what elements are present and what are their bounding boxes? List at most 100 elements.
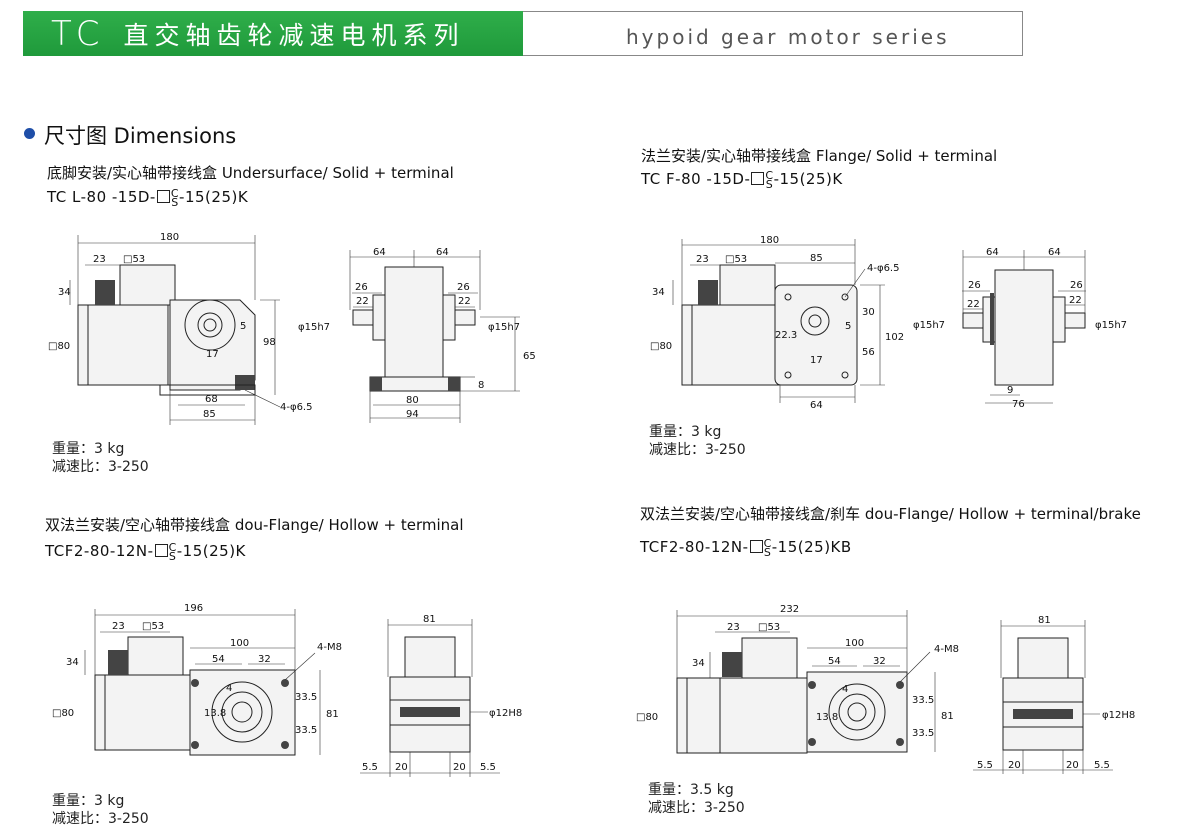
dim-56: 56 xyxy=(862,347,875,358)
dim-4: 4 xyxy=(226,683,232,694)
dim-20b: 20 xyxy=(453,762,466,773)
dim-4: 4 xyxy=(842,684,848,695)
motor-side-view xyxy=(94,636,296,756)
dim-15h7-left: φ15h7 xyxy=(298,322,330,333)
dim-68: 68 xyxy=(205,394,218,405)
dim-81: 81 xyxy=(326,709,339,720)
dim-5-5b: 5.5 xyxy=(480,762,496,773)
dim-20b: 20 xyxy=(1066,760,1079,771)
dim-33-5a: 33.5 xyxy=(295,692,317,703)
dim-26a: 26 xyxy=(968,280,981,291)
dim-32: 32 xyxy=(873,656,886,667)
dim-23: 23 xyxy=(727,622,740,633)
panel4-ratio: 减速比：3-250 xyxy=(648,800,745,816)
dim-53: □53 xyxy=(725,254,747,265)
panel4-weight: 重量：3.5 kg xyxy=(648,782,734,798)
hollow-shaft-front-view xyxy=(1002,637,1084,751)
dim-12h8: φ12H8 xyxy=(1102,710,1135,721)
dim-180: 180 xyxy=(760,235,779,246)
section-title: 尺寸图 Dimensions xyxy=(44,124,237,148)
panel2-weight: 重量：3 kg xyxy=(649,424,722,440)
dim-64a: 64 xyxy=(986,247,999,258)
panel3-subtitle: 双法兰安装/空心轴带接线盒 dou-Flange/ Hollow + termi… xyxy=(45,516,464,534)
dim-196: 196 xyxy=(184,603,203,614)
dim-53: □53 xyxy=(123,254,145,265)
dim-5-5b: 5.5 xyxy=(1094,760,1110,771)
dim-80b: 80 xyxy=(406,395,419,406)
dim-81: 81 xyxy=(941,711,954,722)
dim-100: 100 xyxy=(845,638,864,649)
model-box-icon xyxy=(749,540,763,553)
dim-33-5b: 33.5 xyxy=(295,725,317,736)
dim-54: 54 xyxy=(828,656,841,667)
header-right: hypoid gear motor series xyxy=(523,11,1023,56)
dim-64b: 64 xyxy=(1048,247,1061,258)
header-title-en: hypoid gear motor series xyxy=(626,25,950,49)
header-title-cn: 直交轴齿轮减速电机系列 xyxy=(123,20,465,50)
dim-4-6-5: 4-φ6.5 xyxy=(867,263,899,274)
dim-65: 65 xyxy=(523,351,536,362)
panel3-weight: 重量：3 kg xyxy=(52,793,125,809)
drawing-dou-flange-hollow: 196 23 □53 100 4-M8 34 54 32 4 □80 33.5 … xyxy=(52,603,522,777)
dim-26a: 26 xyxy=(355,282,368,293)
dim-17: 17 xyxy=(206,349,219,360)
dim-23: 23 xyxy=(93,254,106,265)
dim-13-8: 13.8 xyxy=(204,708,226,719)
header-tc: TC xyxy=(51,13,106,54)
dim-53: □53 xyxy=(142,621,164,632)
dim-5: 5 xyxy=(845,321,851,332)
dim-5-5a: 5.5 xyxy=(977,760,993,771)
model-box-icon xyxy=(154,544,168,557)
model-box-icon xyxy=(156,190,170,203)
hollow-shaft-front-view xyxy=(389,636,471,753)
dim-98: 98 xyxy=(263,337,276,348)
dim-4-m8: 4-M8 xyxy=(934,644,959,655)
dim-64b: 64 xyxy=(436,247,449,258)
header-banner: TC 直交轴齿轮减速电机系列 xyxy=(23,11,523,56)
dim-15h7-left: φ15h7 xyxy=(913,320,945,331)
drawing-undersurface: 180 23 □53 34 □80 98 5 17 68 85 4-φ6.5 6… xyxy=(48,232,536,425)
dim-4-6-5: 4-φ6.5 xyxy=(280,402,312,413)
dim-20a: 20 xyxy=(395,762,408,773)
dim-12h8: φ12H8 xyxy=(489,708,522,719)
dim-20a: 20 xyxy=(1008,760,1021,771)
dim-80: □80 xyxy=(636,712,658,723)
panel1-ratio: 减速比：3-250 xyxy=(52,459,149,475)
dim-15h7-right: φ15h7 xyxy=(488,322,520,333)
motor-side-view xyxy=(676,637,908,754)
motor-side-view xyxy=(77,264,256,396)
dim-81b: 81 xyxy=(423,614,436,625)
drawing-flange: 180 23 □53 85 4-φ6.5 34 □80 30 22.3 5 17… xyxy=(650,235,1127,411)
dim-22b: 22 xyxy=(458,296,471,307)
dim-23: 23 xyxy=(696,254,709,265)
dim-85: 85 xyxy=(810,253,823,264)
dim-81b: 81 xyxy=(1038,615,1051,626)
dim-54: 54 xyxy=(212,654,225,665)
panel2-subtitle: 法兰安装/实心轴带接线盒 Flange/ Solid + terminal xyxy=(641,147,998,165)
dim-34: 34 xyxy=(692,658,705,669)
dim-9: 9 xyxy=(1007,385,1013,396)
dim-232: 232 xyxy=(780,604,799,615)
dim-22b: 22 xyxy=(1069,295,1082,306)
dim-32: 32 xyxy=(258,654,271,665)
dim-34: 34 xyxy=(58,287,71,298)
dim-33-5a: 33.5 xyxy=(912,695,934,706)
drawing-dou-flange-brake: 232 23 □53 100 4-M8 34 54 32 4 □80 33.5 … xyxy=(636,604,1135,774)
dim-33-5b: 33.5 xyxy=(912,728,934,739)
panel1-subtitle: 底脚安装/实心轴带接线盒 Undersurface/ Solid + termi… xyxy=(47,164,454,182)
gearbox-front-view xyxy=(962,269,1086,386)
dim-64: 64 xyxy=(810,400,823,411)
model-box-icon xyxy=(751,172,765,185)
motor-side-view xyxy=(681,264,858,386)
dim-85: 85 xyxy=(203,409,216,420)
dim-17: 17 xyxy=(810,355,823,366)
bullet-dot xyxy=(24,128,35,139)
dim-102: 102 xyxy=(885,332,904,343)
panel3-ratio: 减速比：3-250 xyxy=(52,811,149,827)
gearbox-front-view xyxy=(352,266,476,392)
dim-22a: 22 xyxy=(356,296,369,307)
dim-26b: 26 xyxy=(1070,280,1083,291)
dim-80: □80 xyxy=(650,341,672,352)
